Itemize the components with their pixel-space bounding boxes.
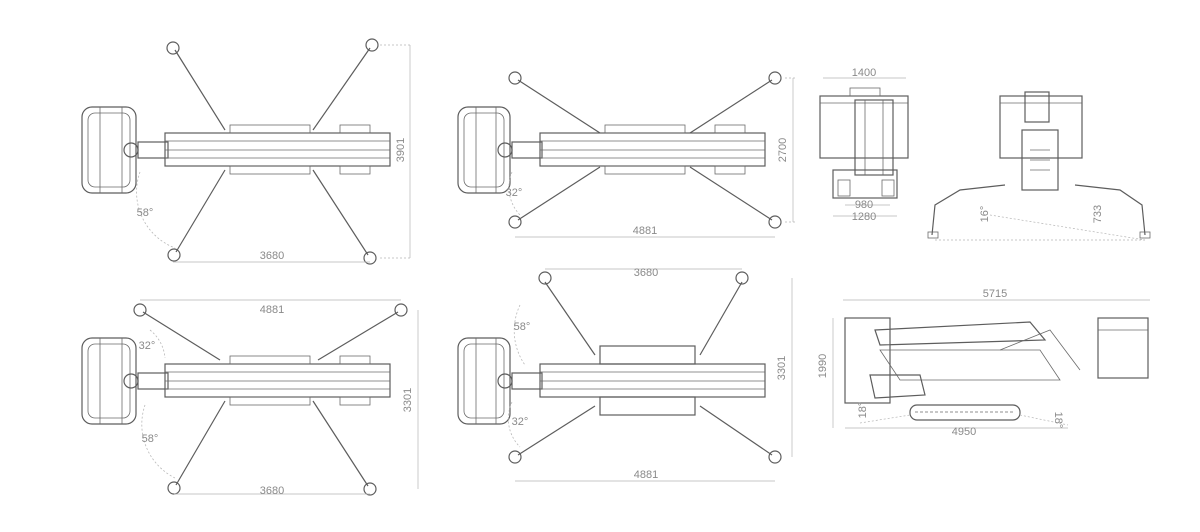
dim-outrigger-span-top: 4881 bbox=[260, 304, 284, 316]
dim-angle-rear: 58° bbox=[142, 433, 159, 445]
dim-angle: 32° bbox=[506, 187, 523, 199]
dim-height: 733 bbox=[1092, 205, 1104, 223]
dim-outrigger-span-top: 3680 bbox=[634, 267, 658, 279]
dim-overall-width: 3301 bbox=[402, 388, 414, 412]
rear-view: 16° 733 bbox=[927, 91, 1151, 241]
dim-approach-angle: 18° bbox=[857, 402, 869, 419]
dim-slope-angle: 16° bbox=[979, 206, 991, 223]
dim-platform-width: 1400 bbox=[852, 67, 876, 79]
dim-outrigger-span: 4881 bbox=[633, 225, 657, 237]
dim-track-gauge: 980 bbox=[855, 199, 873, 211]
dim-height: 1990 bbox=[817, 354, 829, 378]
plan-view-top-middle: 4881 2700 32° bbox=[457, 71, 795, 238]
side-view: 5715 1990 4950 18° 18° bbox=[817, 288, 1150, 438]
dim-angle-rear: 58° bbox=[514, 321, 531, 333]
dim-length: 5715 bbox=[983, 288, 1007, 300]
dim-wheelbase: 4950 bbox=[952, 426, 976, 438]
dim-outrigger-span: 3680 bbox=[260, 250, 284, 262]
dim-overall-width: 3901 bbox=[395, 138, 407, 162]
dim-angle-front: 32° bbox=[512, 416, 529, 428]
dim-overall-width: 3301 bbox=[776, 356, 788, 380]
dim-overall-width: 2700 bbox=[777, 138, 789, 162]
dim-machine-width: 1280 bbox=[852, 211, 876, 223]
plan-view-top-left: 3680 3901 58° bbox=[81, 38, 412, 265]
front-view: 1400 980 1280 bbox=[819, 67, 909, 223]
plan-view-bottom-middle: 3680 4881 3301 58° 32° bbox=[457, 267, 793, 482]
dim-angle: 58° bbox=[137, 207, 154, 219]
plan-view-bottom-left: 4881 3680 3301 32° 58° bbox=[81, 299, 419, 497]
dim-departure-angle: 18° bbox=[1052, 412, 1064, 429]
dim-angle-front: 32° bbox=[139, 340, 156, 352]
dim-outrigger-span-bottom: 3680 bbox=[260, 485, 284, 497]
dim-outrigger-span-bottom: 4881 bbox=[634, 469, 658, 481]
